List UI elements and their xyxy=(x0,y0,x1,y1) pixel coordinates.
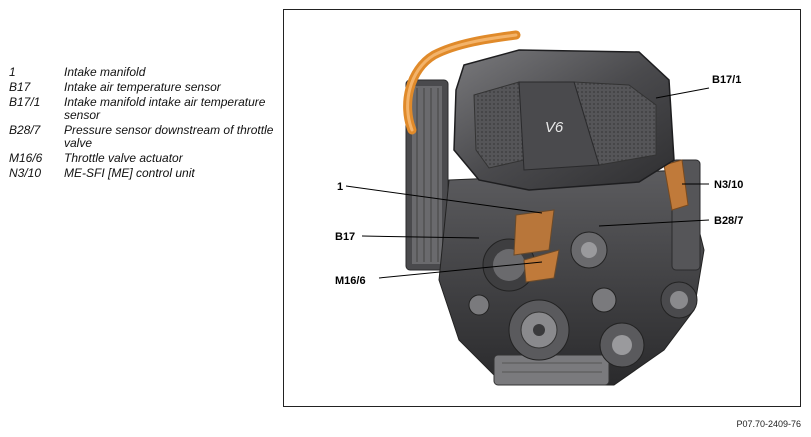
legend-item: B28/7 Pressure sensor downstream of thro… xyxy=(9,124,277,150)
engine-illustration: V6 1 B17 M xyxy=(335,30,743,386)
legend-code: 1 xyxy=(9,65,16,79)
engine-cover: V6 xyxy=(453,49,675,191)
legend-code: B17/1 xyxy=(9,95,41,109)
callout-m16-6: M16/6 xyxy=(335,275,366,287)
legend: 1 Intake manifold B17 Intake air tempera… xyxy=(9,66,277,182)
callout-b17: B17 xyxy=(335,231,355,243)
legend-description: Pressure sensor downstream of throttle v… xyxy=(64,123,274,150)
callout-lines xyxy=(345,87,710,279)
document-reference: P07.70-2409-76 xyxy=(736,419,801,429)
oil-pan xyxy=(493,354,610,386)
legend-item: 1 Intake manifold xyxy=(9,66,277,79)
legend-description: Intake air temperature sensor xyxy=(64,80,221,94)
diagram-frame: V6 1 B17 M xyxy=(283,9,801,407)
callout-1: 1 xyxy=(337,181,343,193)
legend-code: M16/6 xyxy=(9,151,43,165)
callout-b17-1: B17/1 xyxy=(712,74,741,86)
radiator xyxy=(405,79,449,271)
legend-code: B28/7 xyxy=(9,123,41,137)
callout-b28-7: B28/7 xyxy=(714,215,743,227)
engine-block xyxy=(438,169,705,386)
orange-hose xyxy=(403,30,521,135)
engine-badge: V6 xyxy=(545,119,564,136)
legend-description: Intake manifold intake air temperature s… xyxy=(64,95,266,122)
legend-item: N3/10 ME-SFI [ME] control unit xyxy=(9,167,277,180)
legend-code: B17 xyxy=(9,80,31,94)
legend-description: ME-SFI [ME] control unit xyxy=(64,166,195,180)
right-accessories xyxy=(599,159,701,368)
control-unit xyxy=(663,159,689,211)
callout-n3-10: N3/10 xyxy=(714,179,743,191)
legend-description: Intake manifold xyxy=(64,65,146,79)
legend-item: M16/6 Throttle valve actuator xyxy=(9,152,277,165)
legend-item: B17 Intake air temperature sensor xyxy=(9,81,277,94)
throttle-body xyxy=(482,209,560,292)
legend-description: Throttle valve actuator xyxy=(64,151,183,165)
legend-code: N3/10 xyxy=(9,166,42,180)
pulleys xyxy=(468,231,617,361)
legend-item: B17/1 Intake manifold intake air tempera… xyxy=(9,96,277,122)
